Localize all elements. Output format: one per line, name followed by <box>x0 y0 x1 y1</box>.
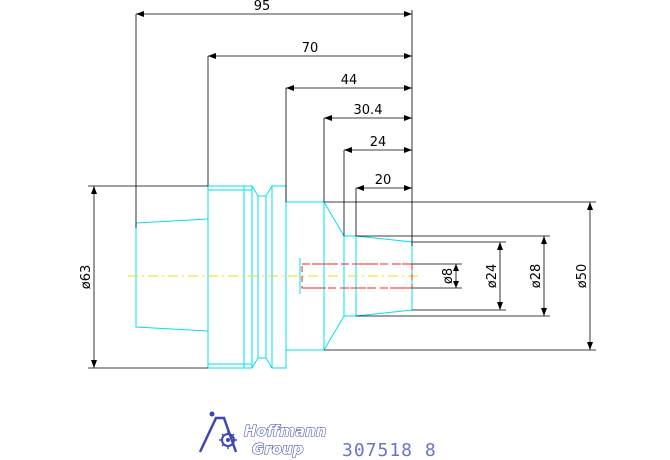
diameter-dimensions <box>88 185 596 369</box>
bore-hole <box>301 263 413 289</box>
logo-text-line2: Group <box>252 440 304 458</box>
hoffmann-group-logo: Hoffmann Group <box>198 411 327 459</box>
dim-label-24: 24 <box>370 135 387 150</box>
logo-emblem-icon <box>198 411 238 453</box>
dim-label-d50: ø50 <box>575 264 590 289</box>
logo-text-line1: Hoffmann <box>244 422 326 440</box>
tool-holder-outline <box>135 185 413 369</box>
dim-label-d24: ø24 <box>485 264 500 289</box>
dim-label-d28: ø28 <box>529 264 544 289</box>
dim-label-d8: ø8 <box>441 268 456 284</box>
dim-label-44: 44 <box>341 73 358 88</box>
v-groove <box>251 185 273 197</box>
dim-label-95: 95 <box>254 0 271 14</box>
dim-label-70: 70 <box>302 41 319 56</box>
dim-label-30-4: 30.4 <box>354 103 383 118</box>
collar <box>271 185 287 369</box>
collet-taper <box>135 218 209 332</box>
dim-label-d63: ø63 <box>79 265 94 290</box>
dim-label-20: 20 <box>375 173 392 188</box>
length-dimensions <box>135 10 413 246</box>
part-number: 307518 8 <box>342 440 437 460</box>
flange <box>207 185 253 369</box>
